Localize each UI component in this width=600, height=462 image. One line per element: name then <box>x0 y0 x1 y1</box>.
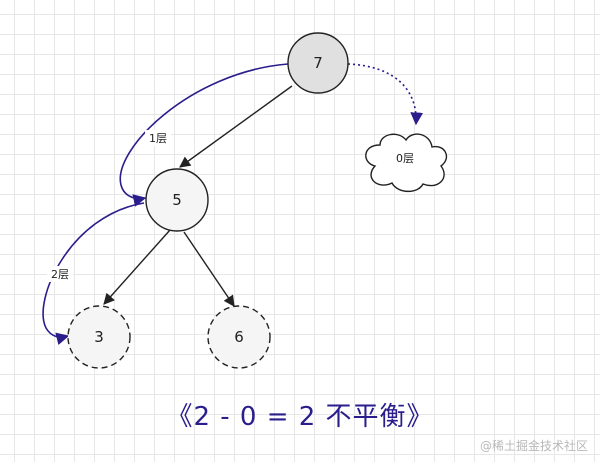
edge-7-to-5 <box>179 85 293 168</box>
edge-5-to-6 <box>183 231 235 307</box>
level0-dotted-curve <box>347 63 424 126</box>
node-3-label: 3 <box>94 328 104 346</box>
node-6 <box>207 305 271 369</box>
level2-curve <box>42 202 145 346</box>
cloud-label: 0层 <box>396 152 414 165</box>
node-5 <box>145 168 209 232</box>
node-7 <box>287 32 349 94</box>
level1-label: 1层 <box>149 132 167 145</box>
edge-5-to-3 <box>103 229 171 305</box>
level2-label-bg <box>47 266 73 282</box>
node-6-label: 6 <box>234 328 244 346</box>
node-3 <box>67 305 131 369</box>
level2-label: 2层 <box>51 268 69 281</box>
node-7-label: 7 <box>313 54 323 72</box>
node-5-label: 5 <box>172 191 182 209</box>
caption: 《2 - 0 = 2 不平衡》 <box>166 402 434 432</box>
level1-label-bg <box>145 130 171 146</box>
watermark: @稀土掘金技术社区 <box>479 439 588 453</box>
cloud-node <box>365 133 448 193</box>
level1-curve <box>119 63 289 207</box>
